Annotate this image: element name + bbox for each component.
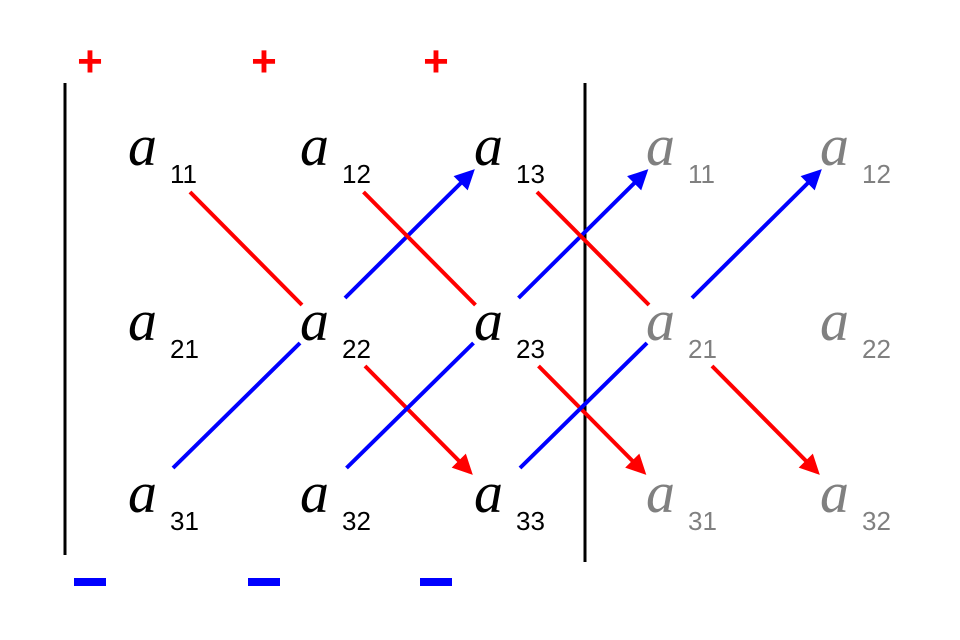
positive-diagonal bbox=[188, 190, 304, 307]
entry-letter: a bbox=[300, 288, 329, 353]
entry-subscript: 11 bbox=[688, 159, 715, 189]
matrix-entry: a 11 bbox=[128, 113, 197, 189]
matrix-entry: a 21 bbox=[128, 288, 199, 364]
entry-subscript: 21 bbox=[688, 334, 717, 364]
entry-subscript: 11 bbox=[170, 159, 197, 189]
matrix-entry: a 13 bbox=[474, 113, 545, 189]
minus-sign bbox=[74, 578, 106, 586]
entry-letter: a bbox=[474, 113, 503, 178]
negative-diagonal bbox=[171, 341, 302, 470]
entry-letter: a bbox=[820, 113, 849, 178]
matrix-entry: a 12 bbox=[300, 113, 371, 189]
repeated-entry: a 31 bbox=[646, 460, 717, 536]
plus-sign: + bbox=[251, 37, 277, 86]
entry-letter: a bbox=[128, 460, 157, 525]
entry-subscript: 32 bbox=[862, 506, 891, 536]
entry-subscript: 33 bbox=[516, 506, 545, 536]
entry-letter: a bbox=[474, 288, 503, 353]
entry-subscript: 32 bbox=[342, 506, 371, 536]
entry-subscript: 12 bbox=[342, 159, 371, 189]
entry-letter: a bbox=[300, 460, 329, 525]
repeated-entry: a 21 bbox=[646, 288, 717, 364]
positive-diagonal bbox=[362, 190, 477, 307]
entry-letter: a bbox=[820, 460, 849, 525]
matrix-entry: a 31 bbox=[128, 460, 199, 536]
negative-diagonal-arrow bbox=[690, 169, 822, 300]
entry-subscript: 31 bbox=[688, 506, 717, 536]
entry-letter: a bbox=[820, 288, 849, 353]
minus-sign bbox=[248, 578, 280, 586]
entry-letter: a bbox=[646, 113, 675, 178]
repeated-entry: a 12 bbox=[820, 113, 891, 189]
repeated-entry: a 22 bbox=[820, 288, 891, 364]
entry-letter: a bbox=[474, 460, 503, 525]
plus-sign: + bbox=[423, 37, 449, 86]
matrix-entry: a 22 bbox=[300, 288, 371, 364]
entry-letter: a bbox=[646, 288, 675, 353]
entry-subscript: 23 bbox=[516, 334, 545, 364]
repeated-entry: a 11 bbox=[646, 113, 715, 189]
entry-letter: a bbox=[128, 113, 157, 178]
negative-diagonal bbox=[518, 341, 649, 470]
entry-subscript: 13 bbox=[516, 159, 545, 189]
entry-letter: a bbox=[128, 288, 157, 353]
entry-subscript: 31 bbox=[170, 506, 199, 536]
entry-subscript: 22 bbox=[342, 334, 371, 364]
minus-sign bbox=[420, 578, 452, 586]
positive-diagonal bbox=[535, 190, 651, 307]
positive-diagonal-arrow bbox=[363, 364, 473, 475]
matrix-entry: a 33 bbox=[474, 460, 545, 536]
entry-letter: a bbox=[300, 113, 329, 178]
positive-diagonal-arrow bbox=[710, 364, 820, 475]
positive-diagonal-arrow bbox=[537, 364, 647, 475]
entry-subscript: 21 bbox=[170, 334, 199, 364]
entry-subscript: 12 bbox=[862, 159, 891, 189]
plus-sign: + bbox=[77, 37, 103, 86]
entry-letter: a bbox=[646, 460, 675, 525]
negative-diagonal bbox=[345, 341, 475, 470]
repeated-entry: a 32 bbox=[820, 460, 891, 536]
matrix-entry: a 23 bbox=[474, 288, 545, 364]
entry-subscript: 22 bbox=[862, 334, 891, 364]
matrix-entry: a 32 bbox=[300, 460, 371, 536]
